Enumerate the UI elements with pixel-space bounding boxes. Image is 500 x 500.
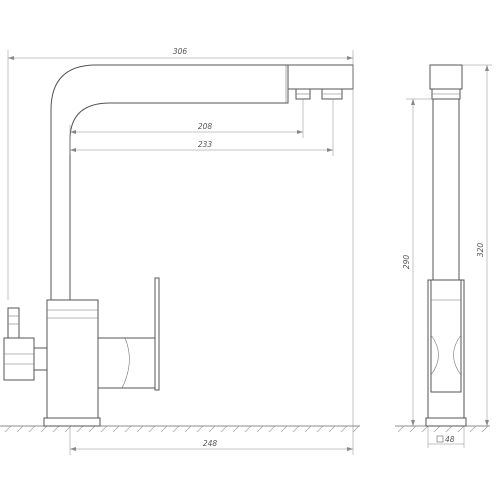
dim-spout-height-label: 290: [402, 255, 411, 270]
side-knob-body: [3, 337, 35, 381]
side-view: 290 320 48: [395, 64, 492, 448]
dim-base-length-label: 248: [203, 439, 218, 448]
dim-spout-reach-outer-label: 233: [198, 140, 213, 149]
spout-head: [287, 64, 354, 90]
square-section-icon: [436, 435, 444, 443]
lever-plate: [154, 277, 160, 391]
side-ground: [395, 425, 490, 433]
lever-handle: [97, 337, 156, 389]
side-spout-head: [429, 64, 463, 90]
side-knob-cap: [7, 307, 20, 339]
dim-base-section: 48: [427, 426, 465, 448]
dim-spout-reach-outer: 233: [70, 99, 334, 156]
dim-base-section-label: 48: [445, 435, 455, 444]
faucet-spout-body: [50, 64, 289, 301]
front-view: 306 208 233 248: [0, 47, 360, 455]
dim-spout-reach-inner-label: 208: [198, 122, 213, 131]
front-ground: [0, 425, 360, 433]
base-plate: [43, 417, 101, 427]
dim-overall-width: 306: [7, 47, 354, 426]
dim-spout-height: 290: [402, 98, 433, 426]
dim-overall-height: 320: [462, 64, 492, 426]
dim-spout-reach-inner: 208: [69, 99, 304, 155]
dim-overall-height-label: 320: [476, 243, 485, 258]
side-column: [432, 98, 460, 281]
dim-base-length: 248: [69, 426, 354, 455]
dim-overall-width-label: 306: [173, 47, 188, 56]
